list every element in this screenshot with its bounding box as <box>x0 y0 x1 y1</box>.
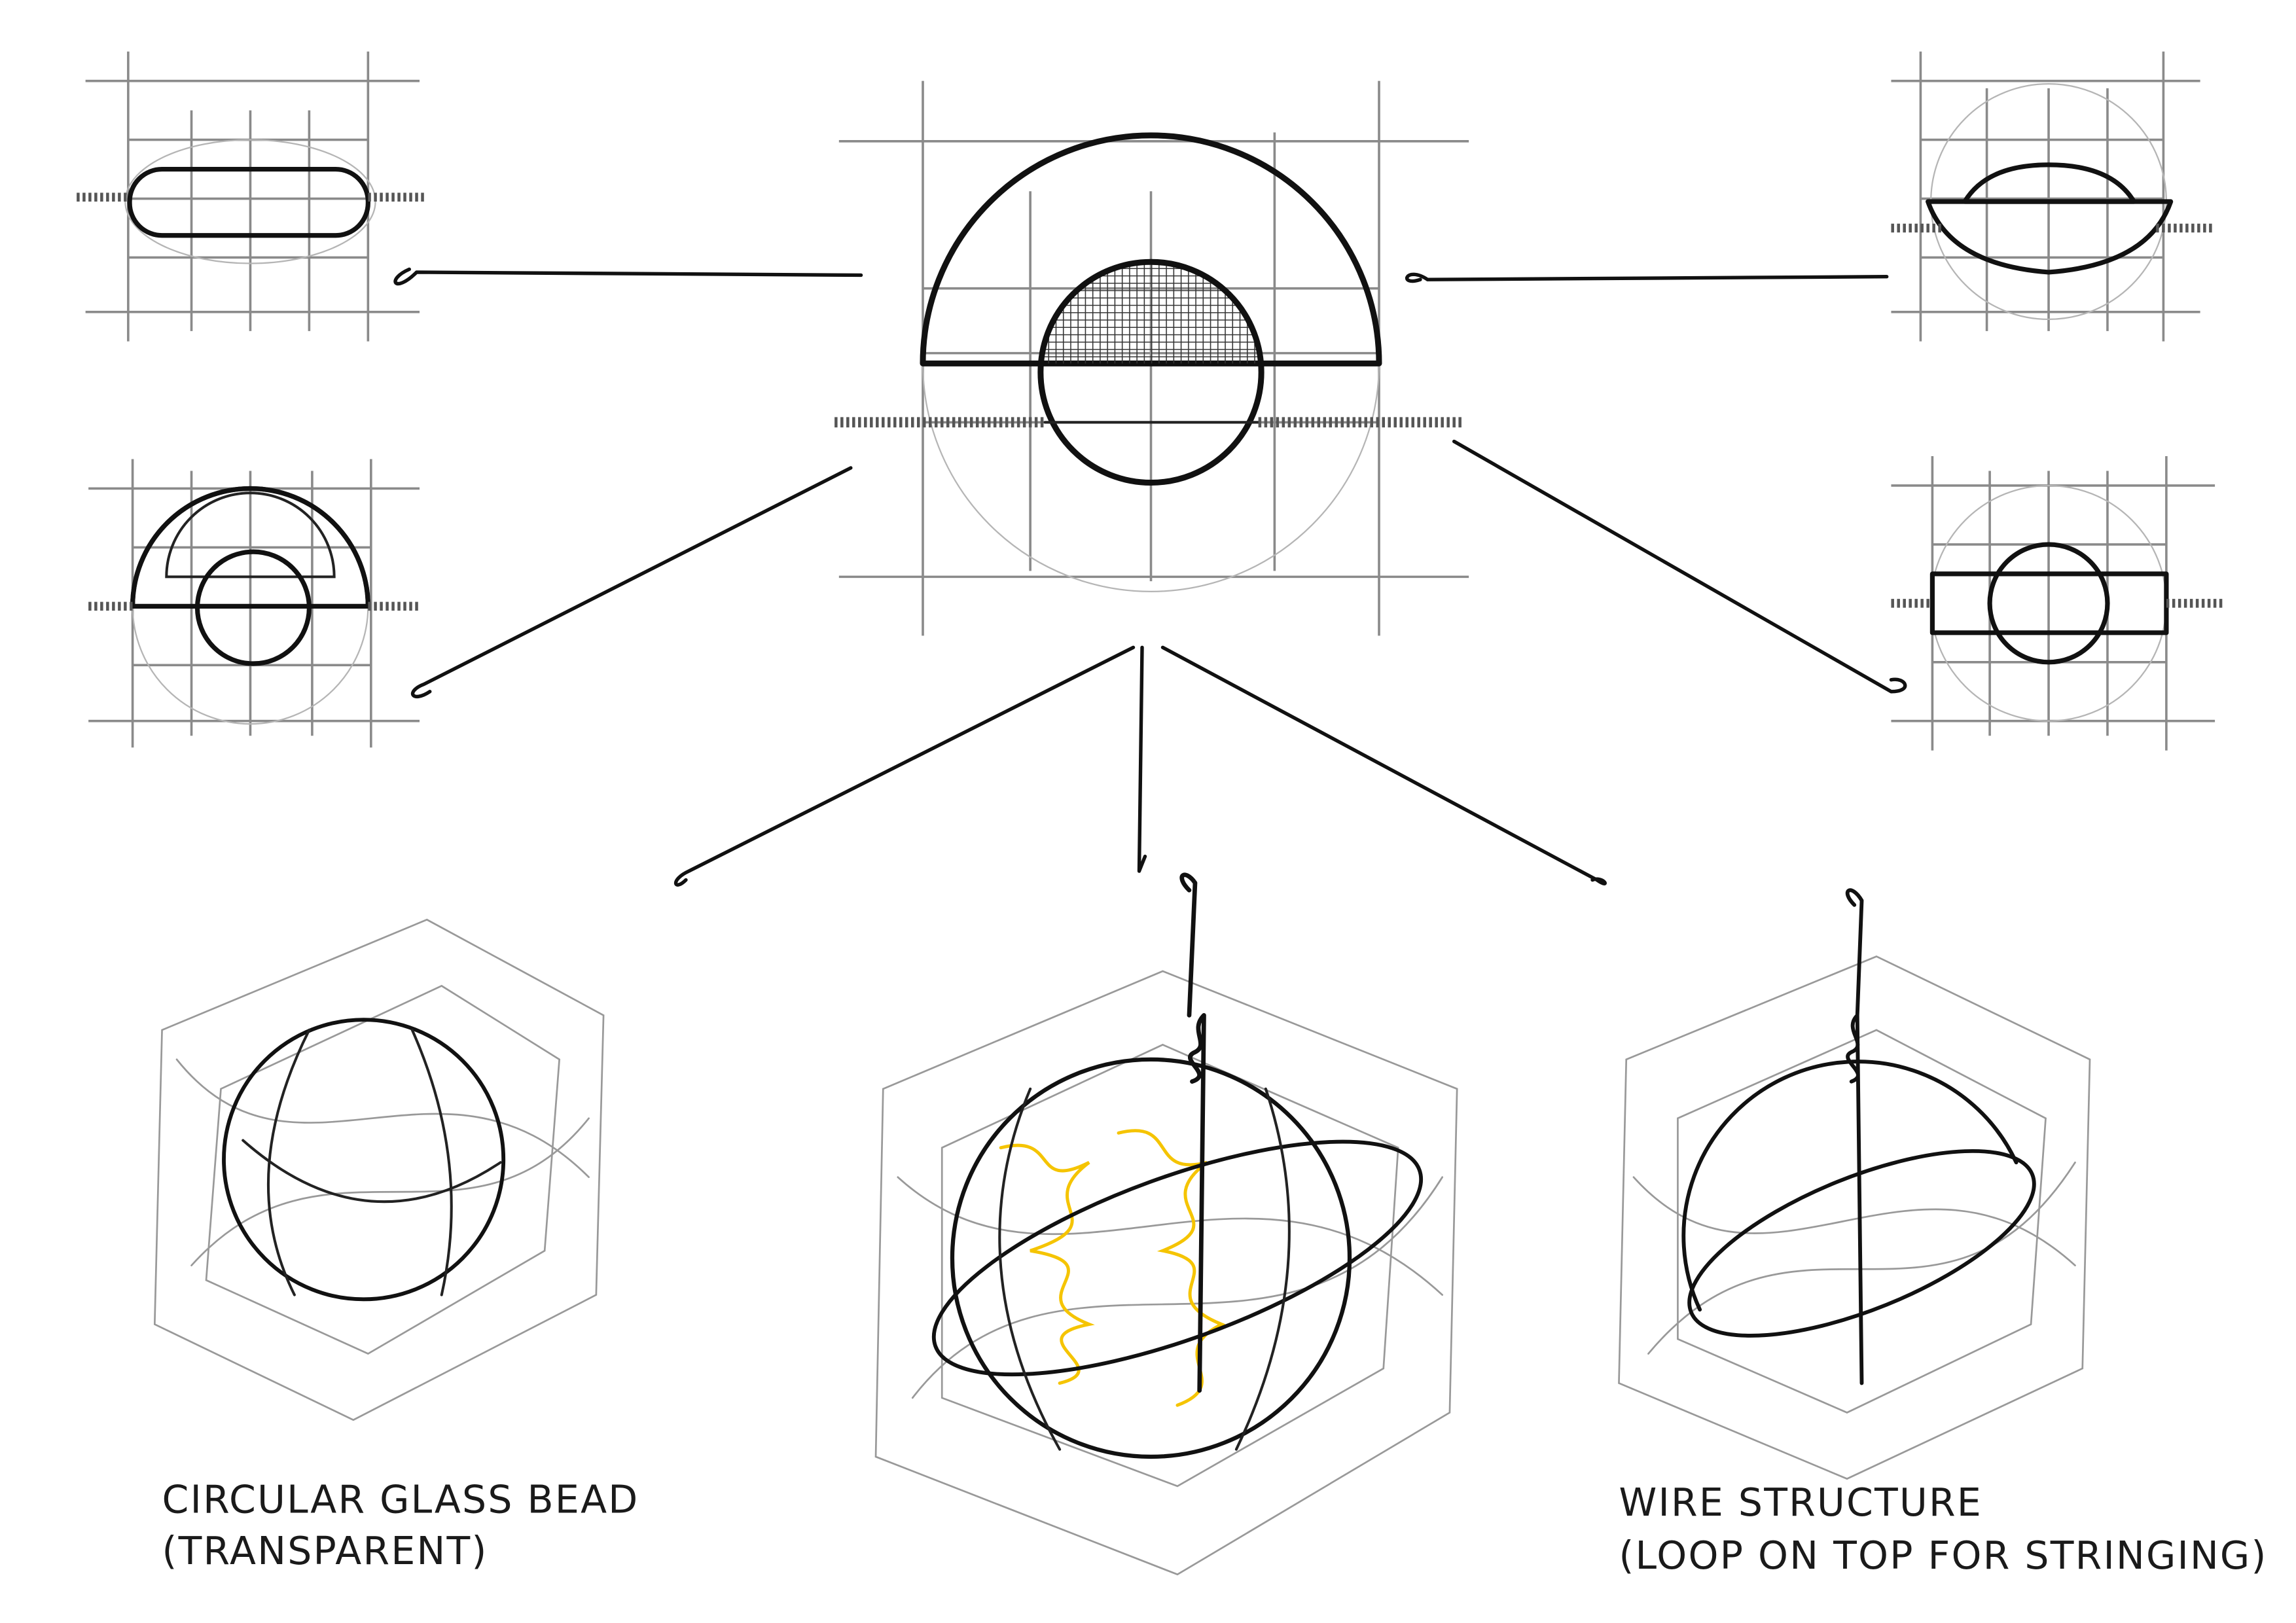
connector-arrows <box>393 267 1907 887</box>
arrow-top-left <box>393 267 863 286</box>
glass-bead-circle <box>1037 259 1265 486</box>
half-dome-outline <box>920 132 1382 366</box>
arrow-mid-left <box>410 466 853 699</box>
mid-right-view <box>1891 456 2225 751</box>
arrow-mid-right <box>1452 439 1907 694</box>
wire-label-subtitle: (LOOP ON TOP FOR STRINGING) <box>1619 1533 2267 1578</box>
arrow-bottom-right <box>1160 645 1607 885</box>
crosshatched-core <box>1040 264 1263 364</box>
assembly-3d-sketch <box>874 872 1458 1576</box>
capsule-bead <box>127 166 370 238</box>
bead-label-subtitle: (TRANSPARENT) <box>162 1529 488 1573</box>
wire-structure-3d-sketch <box>1618 888 2091 1480</box>
mid-left-view <box>88 459 420 748</box>
wire-loop-top-right <box>1845 888 1864 1385</box>
yellow-wire-scribble <box>999 1129 1226 1407</box>
bead-3d-sketch <box>153 918 605 1421</box>
top-right-view <box>1891 51 2215 342</box>
center-cross-section-view <box>834 80 1469 636</box>
top-left-view <box>77 51 424 342</box>
wire-loop-top <box>1179 872 1206 1393</box>
bead-label-title: CIRCULAR GLASS BEAD <box>162 1477 639 1522</box>
arrow-bottom-left <box>673 645 1136 887</box>
arrow-bottom-center <box>1137 645 1147 873</box>
wire-label-title: WIRE STRUCTURE <box>1619 1480 1982 1525</box>
arrow-top-right <box>1405 272 1889 283</box>
